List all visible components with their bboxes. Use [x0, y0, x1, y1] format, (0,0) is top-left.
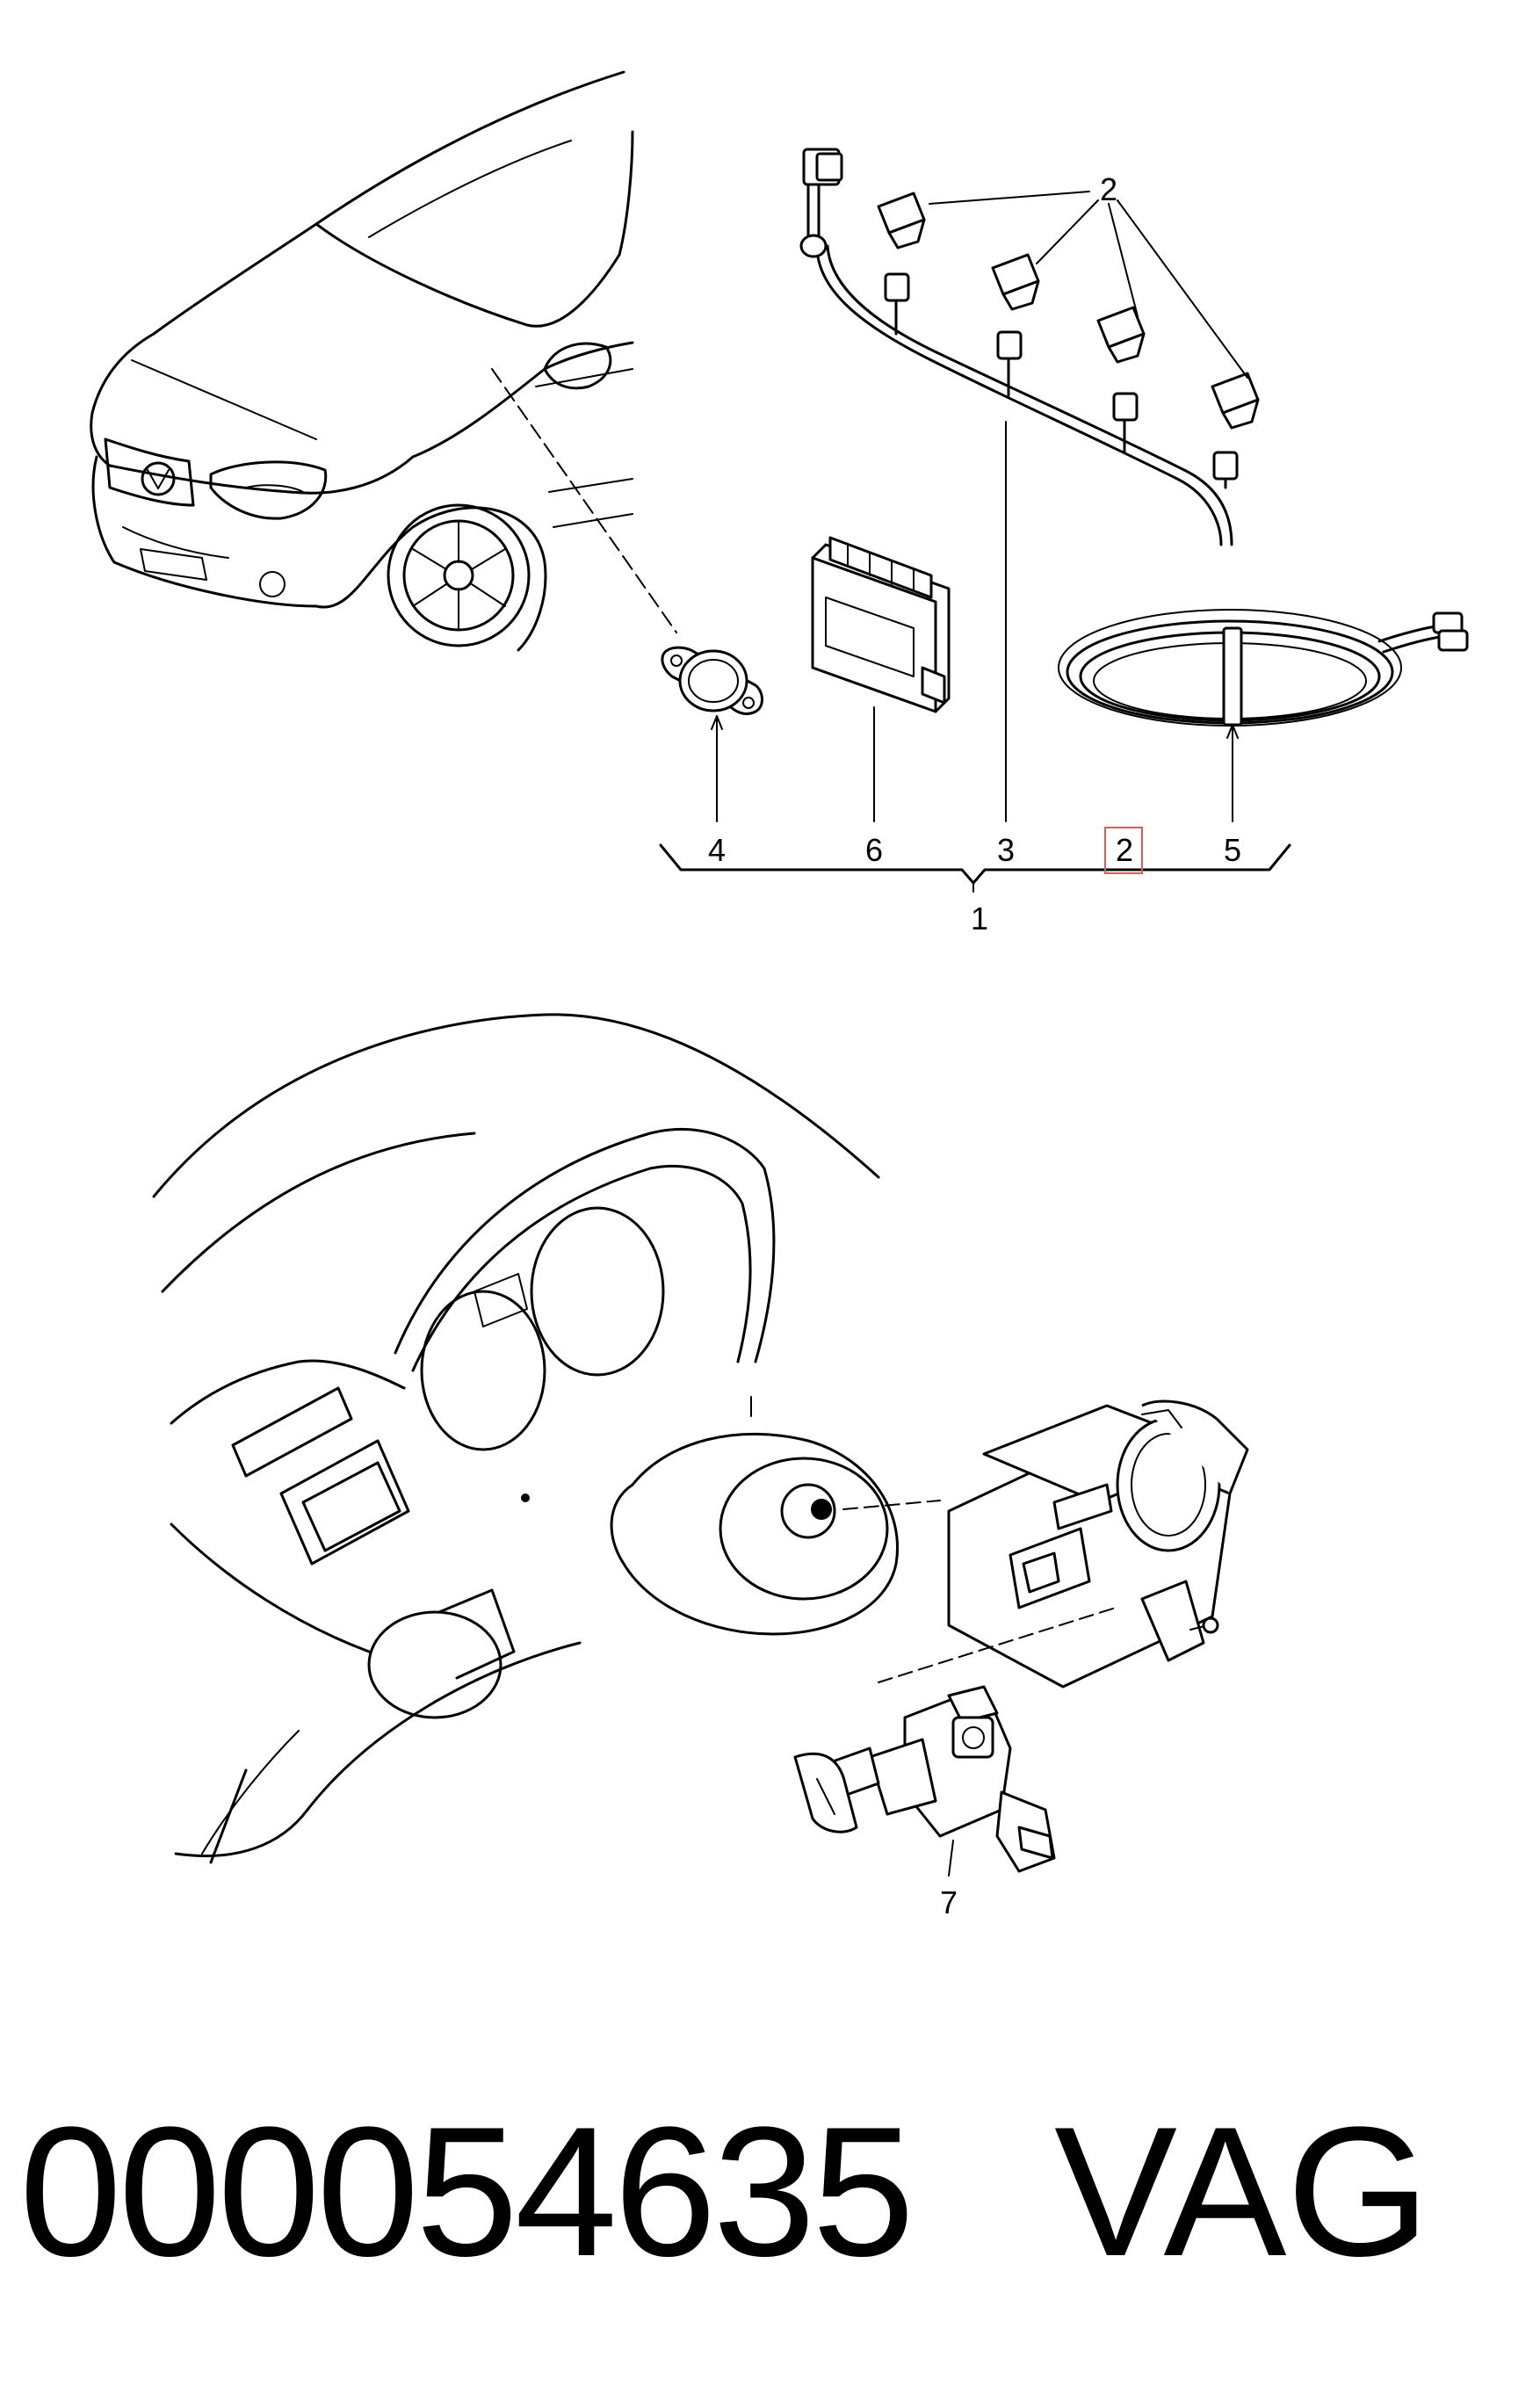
part-number: 000054635: [19, 2088, 915, 2295]
parking-sensor-2: [991, 253, 1040, 311]
control-unit: [811, 536, 951, 713]
callout-2-boxed: 2: [1116, 832, 1133, 868]
cable-coil: [1058, 609, 1469, 727]
dashboard-illustration: [152, 1013, 941, 1864]
parking-sensor-4: [1211, 372, 1260, 430]
parking-sensor-3: [1096, 306, 1146, 364]
callout-7: 7: [940, 1884, 958, 1920]
stalk-switch: [793, 1685, 1056, 1877]
callout-4: 4: [708, 832, 726, 868]
callout-6: 6: [865, 832, 883, 868]
callout-3: 3: [997, 832, 1015, 868]
callout-2-top: 2: [1100, 171, 1117, 207]
parking-sensor-1: [877, 192, 926, 250]
car-front-illustration: [90, 70, 677, 652]
wiring-harness: [799, 148, 1260, 546]
brand-name: VAG: [1054, 2088, 1430, 2295]
footer: 000054635 VAG: [0, 2091, 1540, 2293]
callout-5: 5: [1224, 832, 1241, 868]
steering-column-switch-module: [878, 1399, 1249, 1689]
sensor-mount: [661, 646, 763, 715]
callout-2-highlight-box: [1104, 827, 1143, 874]
callout-leaders: [659, 421, 1291, 893]
callout-1: 1: [971, 900, 988, 937]
